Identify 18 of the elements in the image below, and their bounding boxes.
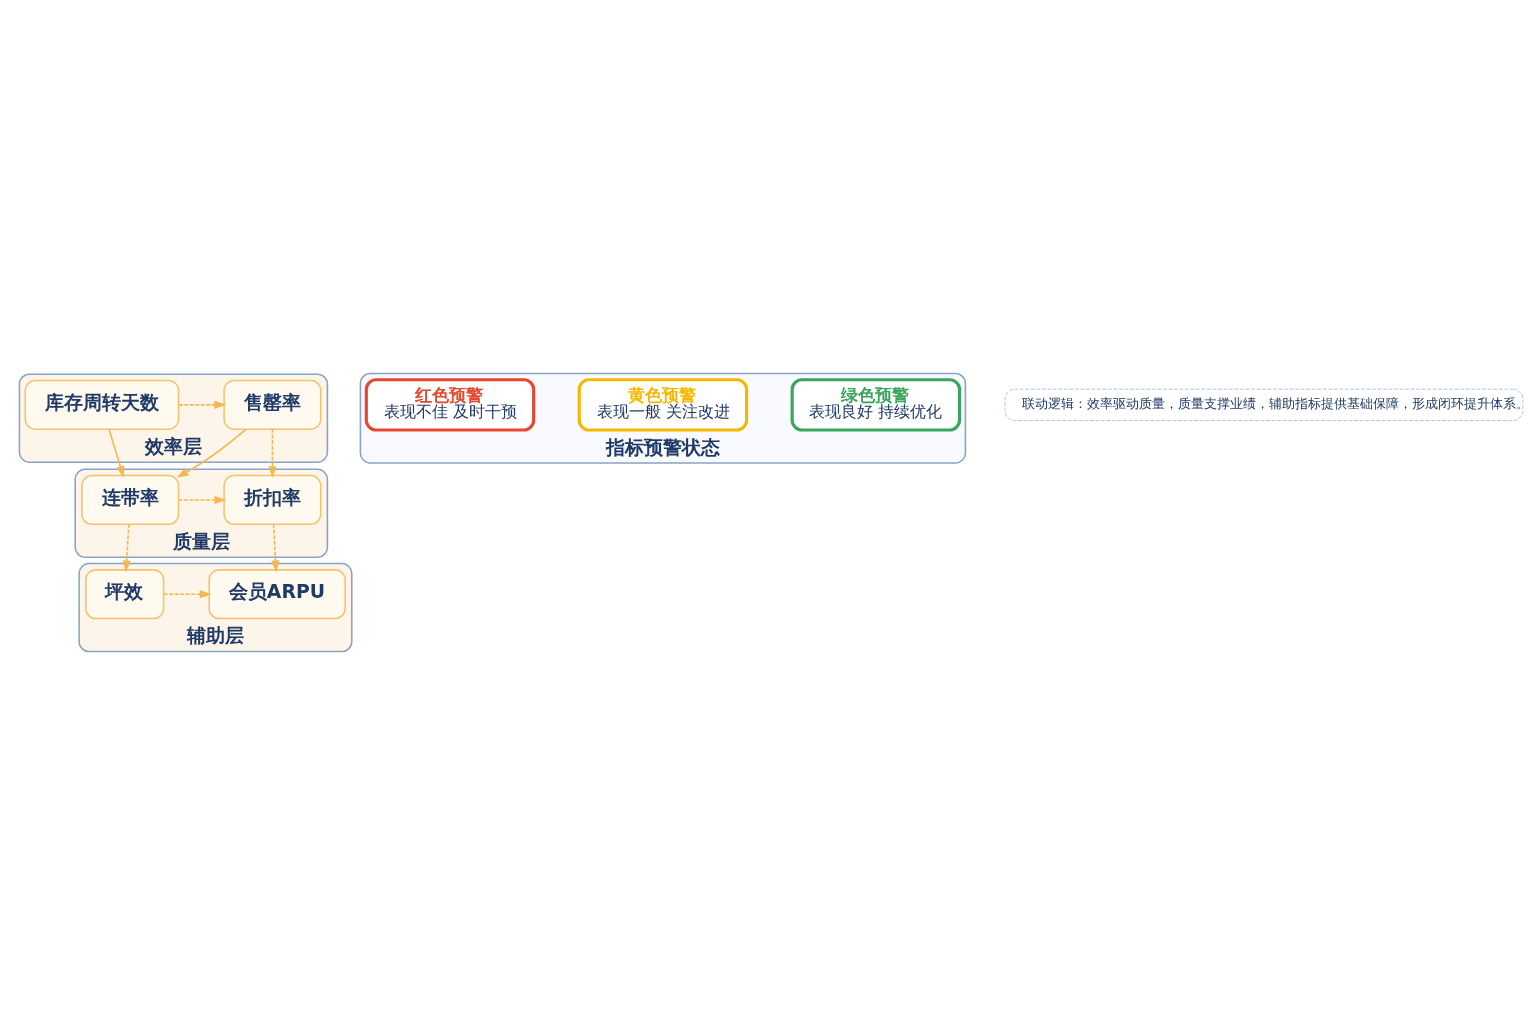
node-box: 黄色预警 表现一般 关注改进 bbox=[577, 377, 749, 432]
arrow bbox=[177, 495, 227, 504]
arrow bbox=[108, 427, 125, 478]
node-box: 联动逻辑：效率驱动质量，质量支撑业绩，辅助指标提供基础保障，形成闭环提升体系。 bbox=[1004, 388, 1524, 421]
node-box: 坪效 bbox=[85, 568, 165, 619]
node-box: 连带率 bbox=[81, 474, 180, 525]
arrow bbox=[268, 427, 277, 478]
node-box: 红色预警 表现不佳 及时干预 bbox=[364, 377, 536, 432]
arrow bbox=[178, 400, 227, 409]
node-box: 售罄率 bbox=[223, 379, 322, 430]
node-box: 折扣率 bbox=[223, 474, 322, 525]
arrow bbox=[122, 523, 131, 572]
node-box: 会员ARPU bbox=[208, 568, 346, 619]
arrow bbox=[176, 428, 247, 478]
arrow bbox=[162, 589, 212, 598]
node-box: 绿色预警 表现良好 持续优化 bbox=[790, 377, 962, 432]
arrow bbox=[271, 523, 280, 572]
node-box: 库存周转天数 bbox=[24, 379, 180, 430]
